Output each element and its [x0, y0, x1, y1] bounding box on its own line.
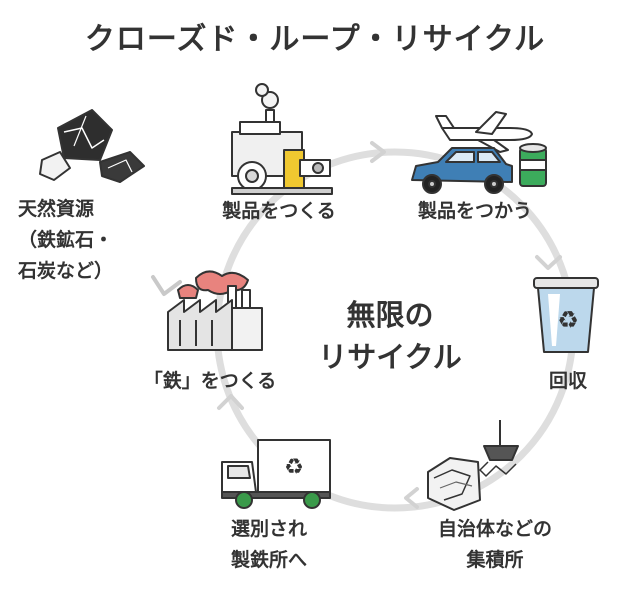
- natural-resources-line3: 石炭など）: [18, 260, 114, 282]
- cycle-arrow-icon: [151, 275, 182, 296]
- steel-factory-icon: [167, 270, 263, 351]
- accumulation-line2: 集積所: [466, 549, 524, 571]
- make-products-label: 製品をつくる: [222, 200, 336, 222]
- car-icon: [411, 147, 513, 194]
- use-products-label: 製品をつかう: [417, 200, 532, 222]
- truck-icon: ♻: [221, 439, 331, 509]
- center-line2: リサイクル: [318, 340, 462, 374]
- page-title: クローズド・ループ・リサイクル: [84, 22, 546, 57]
- recycle-bin-icon: ♻: [533, 277, 599, 353]
- center-label: 無限の リサイクル: [300, 294, 480, 378]
- accumulation-label: 自治体などの 集積所: [420, 514, 570, 576]
- ore-rocks-icon: [39, 109, 145, 183]
- accumulation-line1: 自治体などの: [437, 518, 552, 540]
- center-line1: 無限の: [346, 298, 434, 332]
- natural-resources-label: 天然資源 （鉄鉱石・ 石炭など）: [18, 194, 144, 287]
- can-icon: [519, 143, 547, 187]
- factory-machine-icon: [231, 83, 333, 195]
- cycle-arrow-icon: [217, 141, 562, 509]
- natural-resources-line2: （鉄鉱石・: [18, 229, 114, 251]
- sorting-label: 選別され 製鉄所へ: [204, 514, 334, 576]
- scrap-pile-icon: [427, 420, 519, 511]
- natural-resources-line1: 天然資源: [18, 198, 95, 220]
- sorting-line2: 製鉄所へ: [230, 549, 307, 571]
- sorting-line1: 選別され: [230, 518, 307, 540]
- make-iron-label: 「鉄」をつくる: [143, 370, 277, 392]
- recycle-icon: ♻: [284, 455, 304, 480]
- airplane-icon: [435, 111, 533, 153]
- recycle-icon: ♻: [557, 306, 579, 334]
- collection-label: 回収: [548, 370, 587, 392]
